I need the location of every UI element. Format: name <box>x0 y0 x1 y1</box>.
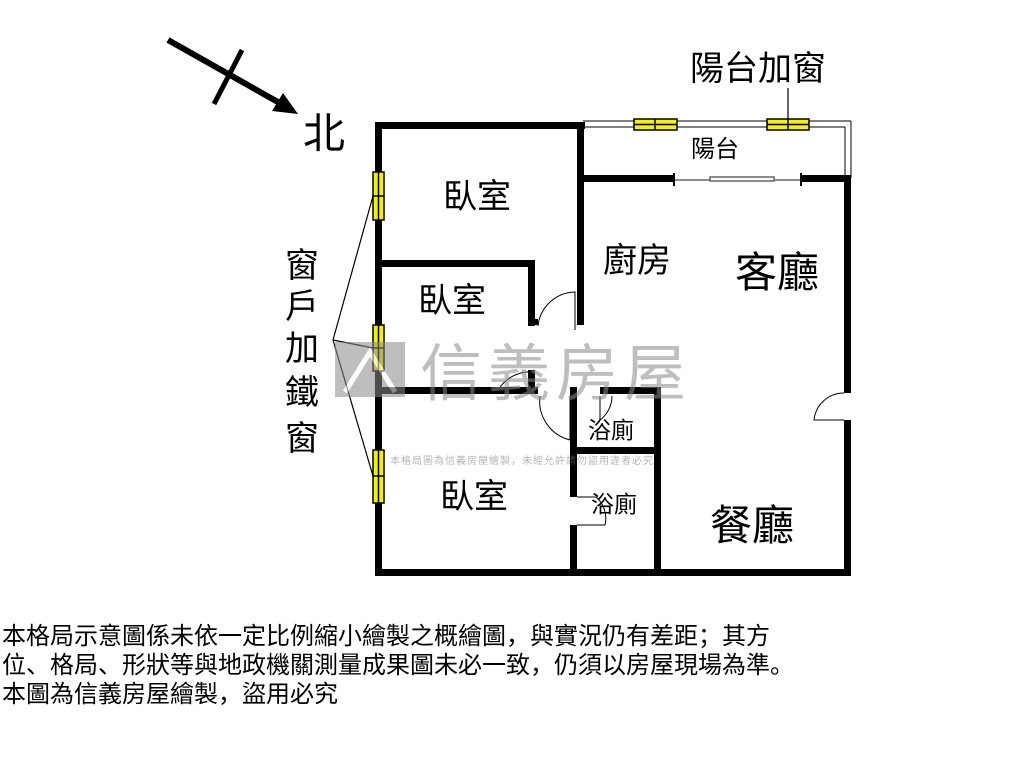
room-dining-room: 餐廳 <box>710 501 794 550</box>
disclaimer-line: 位、格局、形狀等與地政機關測量成果圖未必一致，仍須以房屋現場為準。 <box>2 651 794 679</box>
svg-text:窗: 窗 <box>285 246 319 286</box>
sliding-door <box>673 173 802 186</box>
svg-text:鐵: 鐵 <box>285 373 319 413</box>
watermark: 信義房屋 本格局圖為信義房屋繪製，未經允許請勿盜用違者必究 <box>335 337 692 467</box>
north-arrow-icon <box>166 37 298 114</box>
window-bars-annotation: 窗 戶 加 鐵 窗 <box>285 246 319 459</box>
watermark-notice: 本格局圖為信義房屋繪製，未經允許請勿盜用違者必究 <box>390 454 654 467</box>
svg-text:戶: 戶 <box>285 287 319 327</box>
room-bathroom-1: 浴廁 <box>588 418 634 444</box>
brand-logo-icon <box>335 342 405 397</box>
room-bedroom-2: 臥室 <box>418 281 486 321</box>
north-label: 北 <box>303 109 345 158</box>
svg-text:加: 加 <box>285 329 319 369</box>
room-balcony: 陽台 <box>691 135 739 163</box>
balcony-window-annotation: 陽台加窗 <box>690 49 826 89</box>
room-kitchen: 廚房 <box>603 241 671 281</box>
room-bathroom-2: 浴廁 <box>591 492 637 518</box>
svg-text:窗: 窗 <box>285 419 319 459</box>
doors <box>496 291 845 526</box>
room-bedroom-3: 臥室 <box>440 477 508 517</box>
watermark-brand: 信義房屋 <box>420 337 692 410</box>
room-living-room: 客廳 <box>735 248 819 297</box>
room-bedroom-1: 臥室 <box>443 177 511 217</box>
disclaimer-line: 本圖為信義房屋繪製，盜用必究 <box>2 680 338 708</box>
disclaimer-line: 本格局示意圖係未依一定比例縮小繪製之概繪圖，與實況仍有差距；其方 <box>2 622 770 650</box>
disclaimer: 本格局示意圖係未依一定比例縮小繪製之概繪圖，與實況仍有差距；其方 位、格局、形狀… <box>2 622 1024 709</box>
